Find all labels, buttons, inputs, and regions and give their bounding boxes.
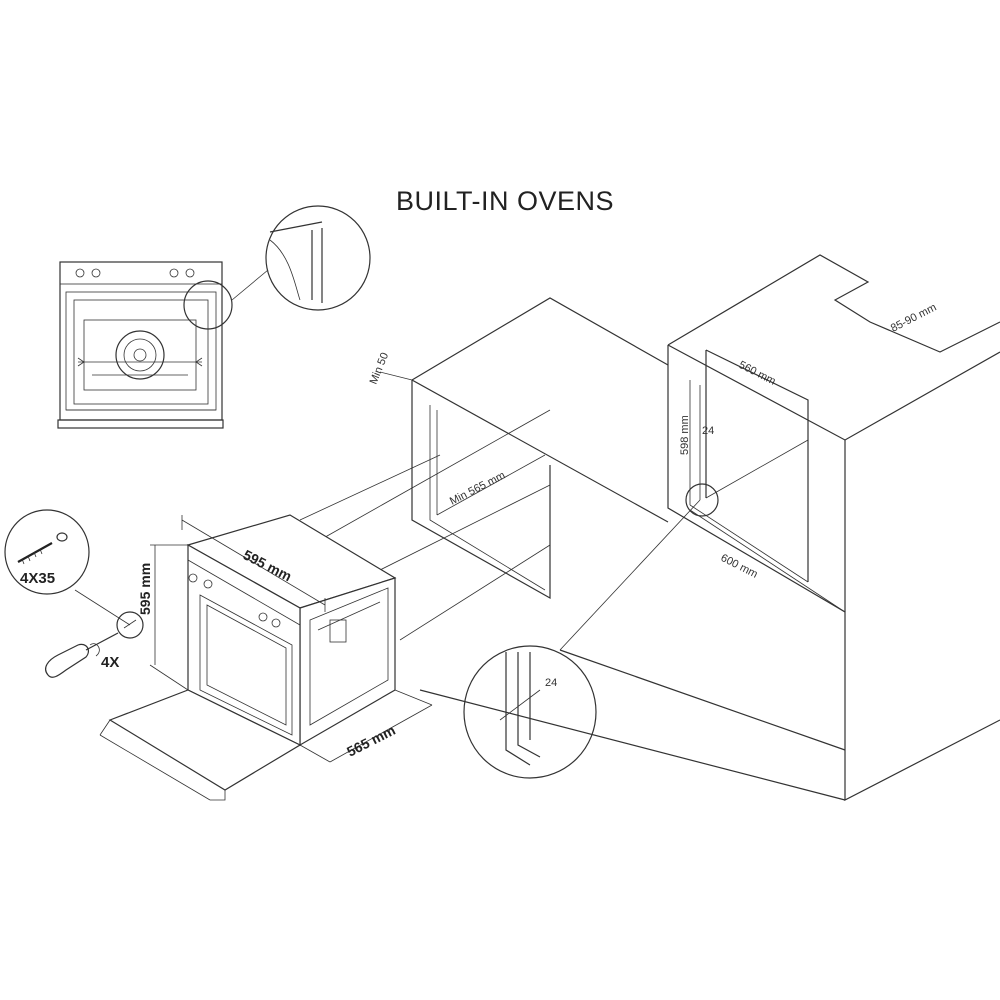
detail-offset-label: 24 (545, 677, 557, 689)
oven-dimensions (149, 515, 433, 763)
screw-detail-circle (4, 509, 90, 595)
screw-count-label: 4X (101, 654, 119, 671)
oven-front-view (57, 261, 233, 429)
oven-depth-label: 565 mm (344, 722, 398, 760)
fixings (4, 509, 144, 678)
side-offset-detail (463, 483, 719, 779)
niche-width-label: 560 mm (737, 359, 778, 388)
cabinet (667, 254, 1000, 801)
oven-height-label: 595 mm (137, 563, 153, 615)
guide-lines (299, 409, 846, 801)
niche-height-label: 598 mm (679, 415, 691, 455)
side-offset-label: 24 (702, 425, 714, 437)
diagram-title: BUILT-IN OVENS (395, 186, 615, 216)
screw-icon (17, 542, 53, 563)
base-width-label: 600 mm (719, 552, 760, 581)
screw-size-label: 4X35 (20, 570, 55, 587)
oven-isometric (99, 514, 397, 801)
hinge-detail (231, 205, 371, 311)
screwdriver-icon (45, 632, 119, 678)
top-clearance-label: Min 50 (368, 351, 391, 386)
min-depth-label: Min 565 mm (448, 470, 507, 508)
middle-unit (379, 297, 669, 600)
